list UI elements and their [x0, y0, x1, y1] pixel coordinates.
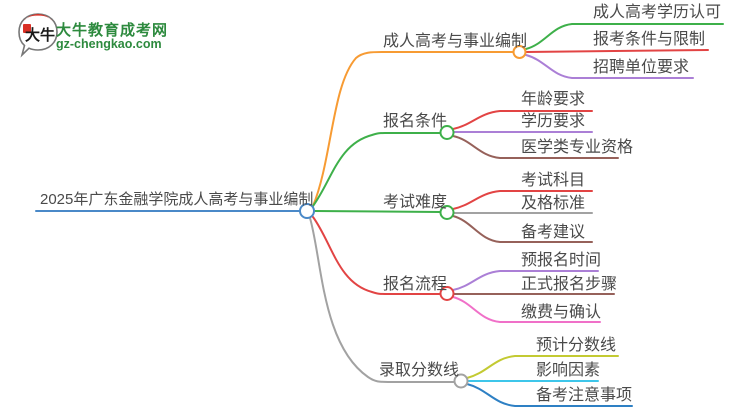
branch-2-child-2-label[interactable]: 备考建议 [521, 224, 586, 241]
branch-4-node-circle[interactable] [453, 373, 469, 389]
branch-3-child-2-connector [452, 296, 601, 323]
branch-1-connector [312, 132, 441, 207]
logo-seal [23, 24, 31, 33]
branch-2-child-0-label[interactable]: 考试科目 [521, 172, 586, 189]
logo-cap-shape [23, 14, 53, 21]
branch-1-child-0-connector [452, 110, 593, 130]
branch-1-label[interactable]: 报名条件 [383, 113, 448, 130]
branch-3-connector [312, 216, 441, 295]
logo-icon[interactable]: 大牛 [15, 7, 61, 61]
branch-3-node-circle[interactable] [439, 286, 455, 301]
branch-4-child-0-connector [466, 355, 619, 379]
branch-3-child-0-connector [452, 270, 599, 291]
branch-2-child-2-connector [452, 215, 593, 243]
branch-3-child-1-label[interactable]: 正式报名步骤 [521, 276, 618, 293]
branch-4-child-1-label[interactable]: 影响因素 [536, 362, 601, 379]
branch-0-label[interactable]: 成人高考与事业编制 [383, 33, 528, 50]
branch-2-connector [313, 210, 441, 213]
site-url[interactable]: gz-chengkao.com [56, 37, 162, 51]
branch-0-node-circle[interactable] [512, 45, 527, 59]
branch-0-child-1-label[interactable]: 报考条件与限制 [593, 31, 706, 48]
branch-0-connector [312, 51, 514, 207]
branch-3-child-0-label[interactable]: 预报名时间 [521, 252, 602, 269]
branch-2-node-circle[interactable] [439, 205, 455, 220]
branch-0-child-2-connector [525, 54, 694, 79]
branch-2-child-0-connector [452, 190, 593, 210]
branch-3-child-2-label[interactable]: 缴费与确认 [521, 304, 602, 321]
branch-1-node-circle[interactable] [439, 125, 455, 140]
branch-1-child-2-label[interactable]: 医学类专业资格 [521, 139, 634, 156]
branch-2-label[interactable]: 考试难度 [383, 194, 448, 211]
root-node-circle[interactable] [299, 203, 315, 219]
branch-0-child-1-connector [525, 49, 709, 53]
branch-4-connector [309, 217, 455, 383]
branch-0-child-0-connector [525, 23, 724, 50]
branch-4-child-0-label[interactable]: 预计分数线 [536, 337, 617, 354]
root-node-label[interactable]: 2025年广东金融学院成人高考与事业编制 [40, 191, 314, 208]
branch-1-child-2-connector [452, 135, 619, 159]
branch-4-label[interactable]: 录取分数线 [379, 362, 460, 379]
branch-0-child-2-label[interactable]: 招聘单位要求 [593, 59, 690, 76]
logo-bubble-text: 大牛 [25, 26, 55, 44]
branch-1-child-1-label[interactable]: 学历要求 [521, 113, 586, 130]
branch-0-child-0-label[interactable]: 成人高考学历认可 [593, 4, 722, 21]
branch-2-child-1-label[interactable]: 及格标准 [521, 195, 586, 212]
branch-4-child-2-connector [466, 383, 633, 407]
site-name[interactable]: 大牛教育成考网 [56, 22, 169, 39]
branch-1-child-0-label[interactable]: 年龄要求 [521, 91, 586, 108]
branch-3-label[interactable]: 报名流程 [383, 276, 448, 293]
branch-4-child-2-label[interactable]: 备考注意事项 [536, 387, 633, 404]
